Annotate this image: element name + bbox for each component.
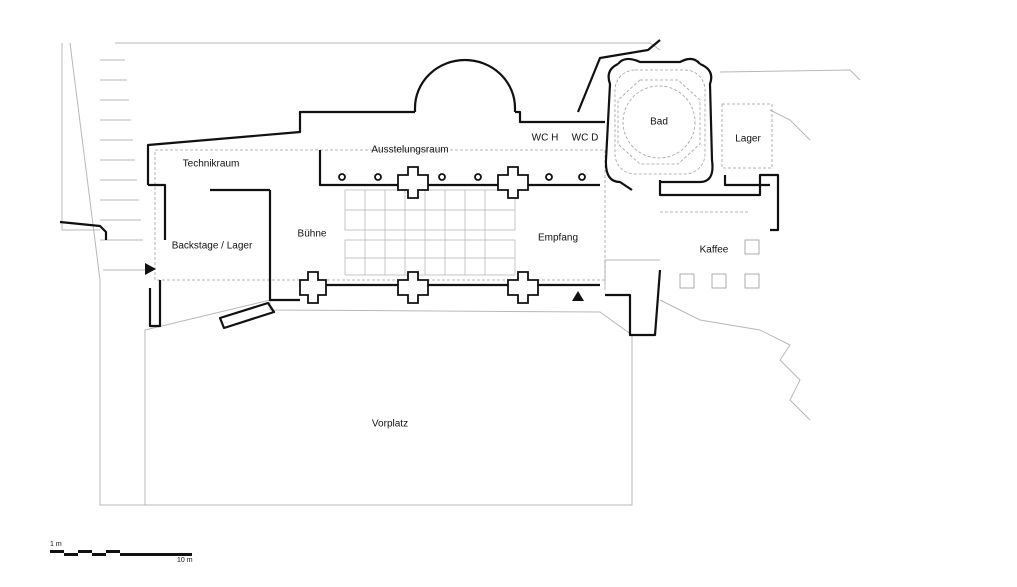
room-label-bad: Bad xyxy=(650,116,668,128)
cafe-tables xyxy=(679,239,760,289)
vorplatz-area xyxy=(144,299,633,506)
room-label-wc-h: WC H xyxy=(531,132,559,144)
scale-end-label: 10 m xyxy=(177,557,193,564)
scale-start-label: 1 m xyxy=(50,541,62,548)
side-entrance-arrow-icon xyxy=(145,263,156,275)
room-label-ausstellungsraum: Ausstelungsraum xyxy=(371,144,449,156)
room-label-empfang: Empfang xyxy=(537,232,579,244)
seating xyxy=(344,189,516,276)
room-label-backstage: Backstage / Lager xyxy=(171,240,253,252)
scale-bar xyxy=(50,550,192,556)
main-entrance-arrow-icon xyxy=(572,291,584,301)
room-label-technikraum: Technikraum xyxy=(182,158,240,170)
site-lines xyxy=(61,42,861,506)
hidden-lines xyxy=(154,69,773,281)
walls xyxy=(59,39,780,337)
piers xyxy=(299,166,586,304)
room-label-vorplatz: Vorplatz xyxy=(371,418,409,430)
room-label-wc-d: WC D xyxy=(571,132,599,144)
room-label-lager: Lager xyxy=(735,133,761,145)
room-label-buehne: Bühne xyxy=(297,228,327,240)
room-label-kaffee: Kaffee xyxy=(699,244,729,256)
